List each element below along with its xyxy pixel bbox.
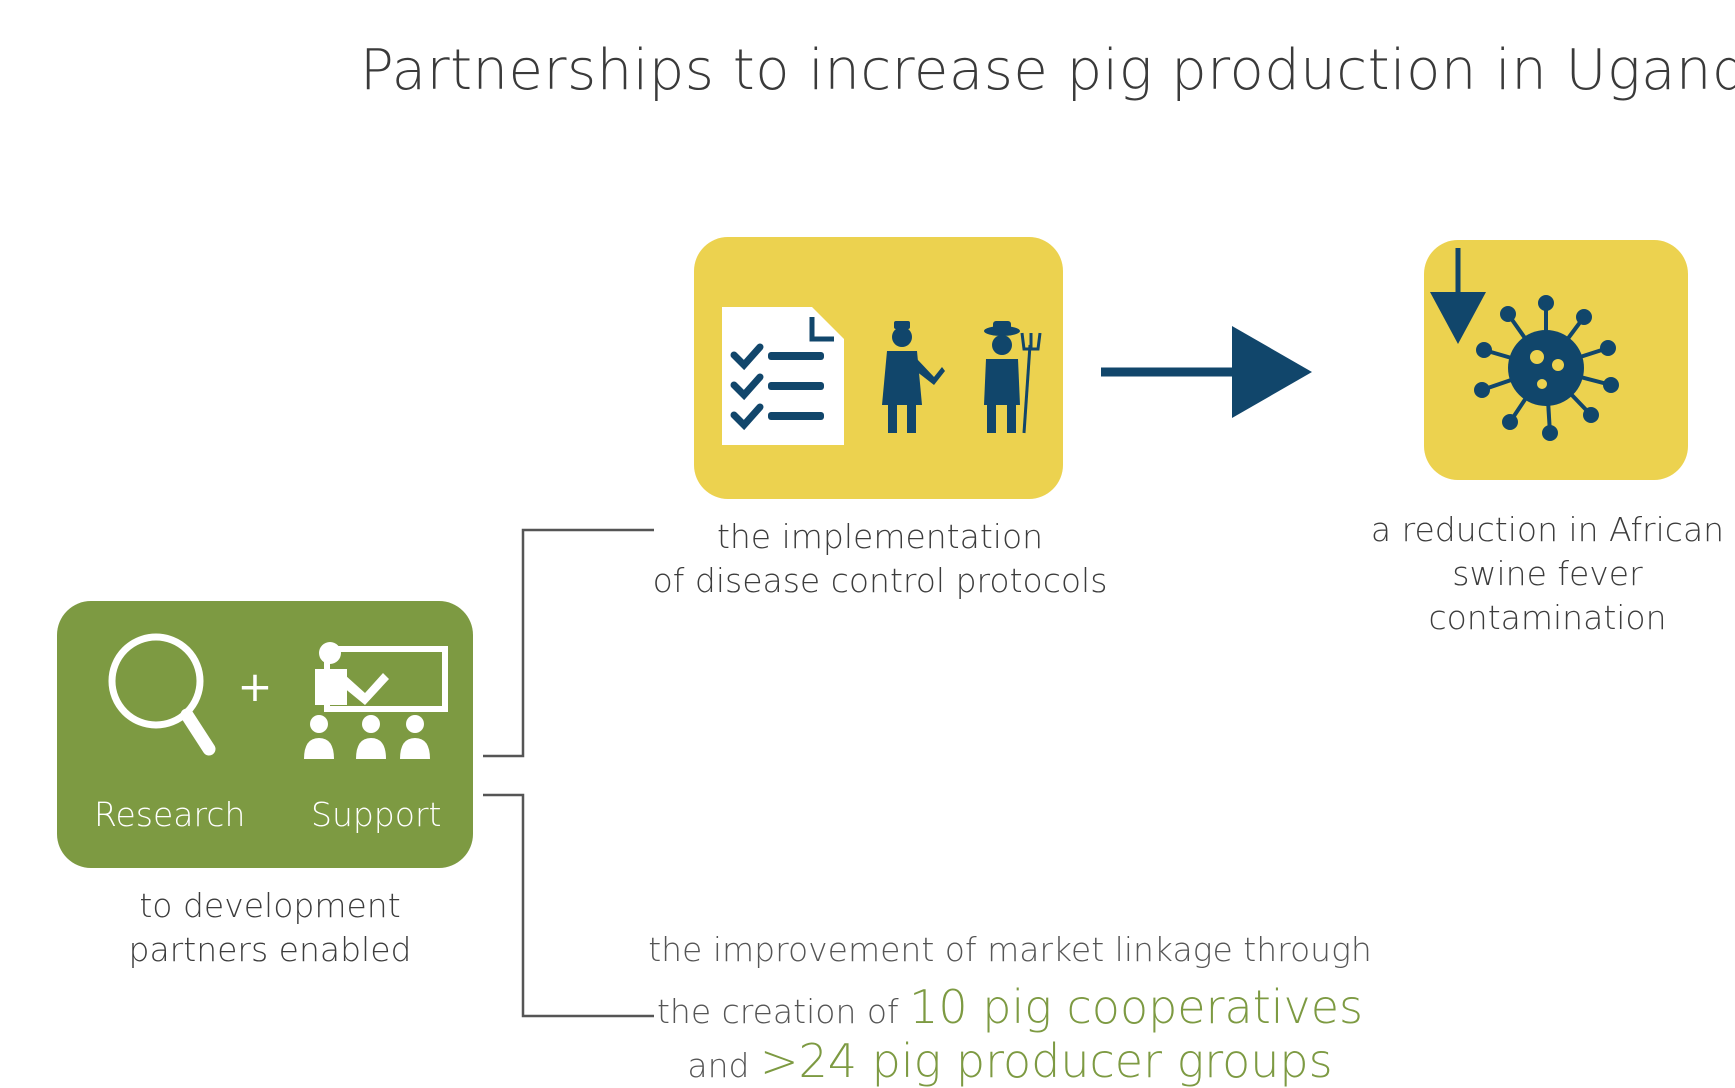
rs-caption-line1: to development bbox=[139, 886, 401, 925]
research-label: Research bbox=[94, 795, 246, 834]
connector-to-protocols bbox=[483, 528, 654, 758]
market-line1: the improvement of market linkage throug… bbox=[648, 930, 1372, 969]
market-line3: and >24 pig producer groups bbox=[600, 1034, 1420, 1088]
asf-caption-line1: a reduction in African bbox=[1370, 510, 1725, 549]
right-arrow-icon bbox=[1101, 326, 1312, 418]
market-line2: the creation of 10 pig cooperatives bbox=[600, 980, 1420, 1034]
rs-caption-line2: partners enabled bbox=[128, 930, 412, 969]
magnifier-icon bbox=[108, 633, 216, 756]
research-support-node: + Research Support bbox=[57, 601, 473, 868]
market-line3-prefix: and bbox=[687, 1046, 760, 1085]
protocols-caption-line2: of disease control protocols bbox=[652, 561, 1108, 600]
page-title: Partnerships to increase pig production … bbox=[360, 38, 1735, 103]
plus-sign: + bbox=[237, 662, 272, 711]
veterinarian-icon bbox=[882, 321, 945, 433]
asf-caption: a reduction in African swine fever conta… bbox=[1360, 508, 1735, 640]
checklist-document-icon bbox=[722, 307, 844, 445]
asf-node bbox=[1424, 240, 1688, 480]
protocols-node bbox=[694, 237, 1063, 499]
farmer-with-pitchfork-icon bbox=[984, 321, 1042, 434]
asf-caption-line2: swine fever bbox=[1452, 554, 1643, 593]
producer-groups-highlight: >24 pig producer groups bbox=[759, 1034, 1333, 1088]
protocols-caption-line1: the implementation bbox=[716, 517, 1044, 556]
down-arrow-icon bbox=[1430, 248, 1486, 344]
connector-to-market bbox=[483, 793, 654, 1018]
asf-caption-line3: contamination bbox=[1428, 598, 1667, 637]
virus-icon bbox=[1474, 295, 1619, 441]
support-label: Support bbox=[311, 795, 442, 834]
market-line2-prefix: the creation of bbox=[656, 992, 910, 1031]
research-support-caption: to development partners enabled bbox=[70, 884, 470, 972]
cooperatives-highlight: 10 pig cooperatives bbox=[909, 980, 1364, 1034]
protocols-caption: the implementation of disease control pr… bbox=[630, 515, 1130, 603]
teacher-presentation-icon bbox=[304, 642, 448, 759]
